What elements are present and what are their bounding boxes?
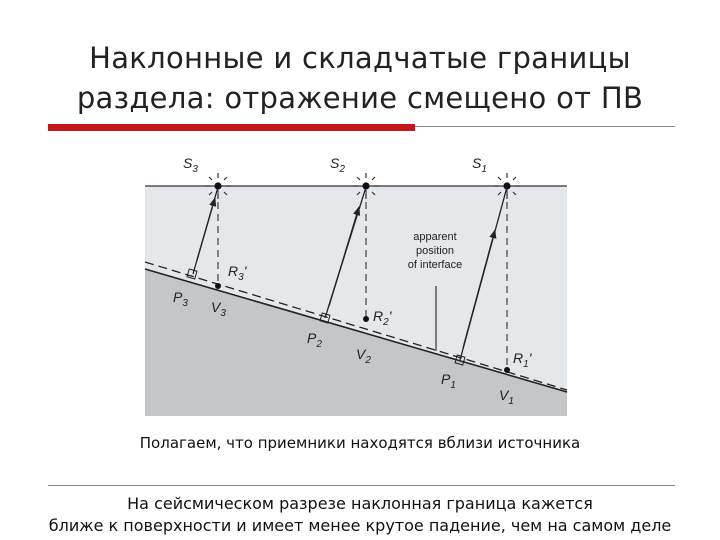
vertical-point-label-v3: V3 xyxy=(211,299,226,319)
source-label-s3: S3 xyxy=(183,155,198,175)
reflection-point-label-p1: P1 xyxy=(441,371,456,391)
vertical-projection-lines xyxy=(217,190,508,369)
apparent-reflection-points xyxy=(215,283,510,373)
conclusion-text: На сейсмическом разрезе наклонная границ… xyxy=(0,493,720,537)
ray-paths xyxy=(192,186,508,361)
reflection-point-label-p3: P3 xyxy=(173,289,188,309)
annotation-line-2: position xyxy=(416,245,454,257)
bottom-divider xyxy=(48,485,675,486)
normal-incidence-marks xyxy=(186,268,466,366)
conclusion-line-1: На сейсмическом разрезе наклонная границ… xyxy=(127,494,593,513)
figure-caption: Полагаем, что приемники находятся вблизи… xyxy=(139,434,581,452)
reflection-point-label-p2: P2 xyxy=(307,330,322,350)
vertical-point-label-v1: V1 xyxy=(499,387,514,407)
apparent-point-label-r1: R1' xyxy=(513,350,533,370)
source-label-s1: S1 xyxy=(472,155,487,175)
conclusion-line-2: ближе к поверхности и имеет менее крутое… xyxy=(48,516,672,535)
accent-rule xyxy=(48,124,415,131)
slide-title-line-1: Наклонные и складчатые границы xyxy=(89,41,631,75)
true-interface xyxy=(144,268,568,393)
dipping-interface-diagram: S3 S2 S1 R3' R2' R1' P3 P2 P1 V3 V2 V1 a… xyxy=(115,138,569,420)
title-divider xyxy=(415,126,675,127)
apparent-point-label-r3: R3' xyxy=(228,263,248,283)
lower-medium xyxy=(145,269,567,416)
slide-title: Наклонные и складчатые границы раздела: … xyxy=(0,38,720,118)
annotation-line-1: apparent xyxy=(413,231,456,243)
apparent-point-label-r2: R2' xyxy=(373,308,393,328)
vertical-point-label-v2: V2 xyxy=(356,346,371,366)
source-markers xyxy=(205,173,520,199)
annotation-line-3: of interface xyxy=(408,259,462,271)
slide-title-line-2: раздела: отражение смещено от ПВ xyxy=(76,81,644,115)
apparent-interface-annotation: apparent position of interface xyxy=(408,231,462,271)
apparent-interface xyxy=(144,261,568,391)
source-label-s2: S2 xyxy=(330,155,345,175)
